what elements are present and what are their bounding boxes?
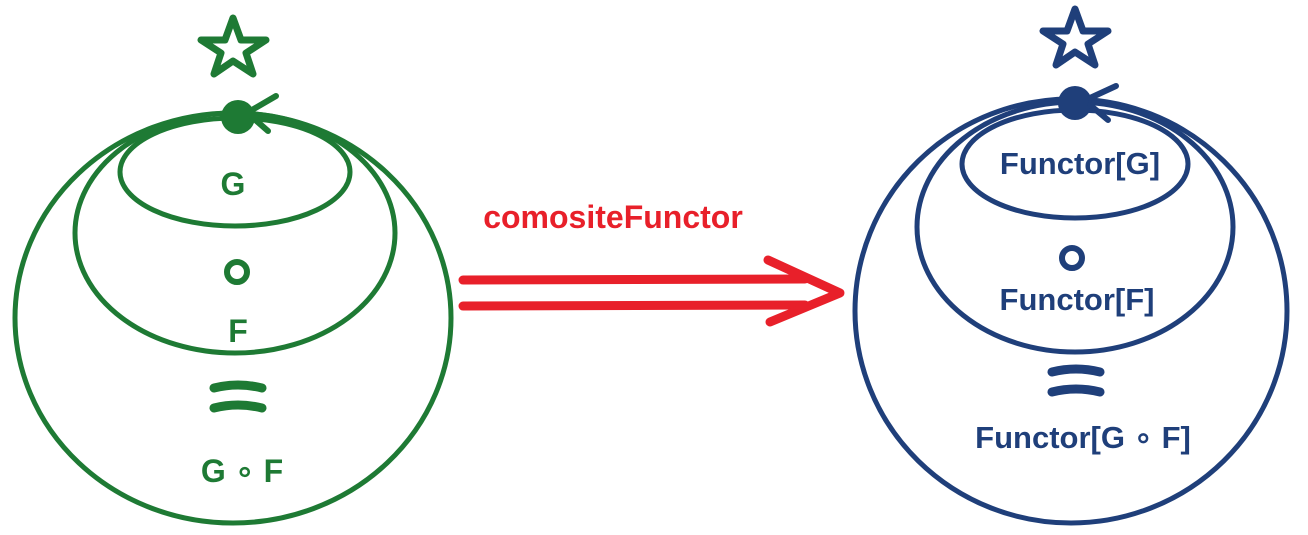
left-middle-label: F <box>228 313 248 349</box>
left-inner-label: G <box>221 166 246 202</box>
right-star-icon <box>1039 5 1112 69</box>
arrow-head <box>763 255 845 327</box>
right-middle-label: Functor[F] <box>1000 282 1155 317</box>
left-compose-icon <box>224 259 250 285</box>
right-outer-label: Functor[G ∘ F] <box>975 420 1191 455</box>
left-outer-label: G ∘ F <box>201 453 283 489</box>
right-compose-icon <box>1059 245 1085 271</box>
double-arrow-icon <box>458 255 845 327</box>
right-point-hook <box>1087 83 1119 123</box>
arrow-lower-line <box>458 300 810 311</box>
arrow-label: comositeFunctor <box>483 199 743 235</box>
left-diagram <box>12 14 454 526</box>
arrow-upper-line <box>458 274 810 285</box>
left-star-icon <box>197 14 270 78</box>
right-equals-icon <box>1047 364 1105 397</box>
right-inner-label: Functor[G] <box>1000 146 1160 181</box>
left-equals-icon <box>209 380 267 413</box>
right-point-icon <box>1058 86 1092 120</box>
left-point-icon <box>221 100 255 134</box>
right-diagram <box>852 5 1290 526</box>
left-point-hook <box>249 93 279 134</box>
